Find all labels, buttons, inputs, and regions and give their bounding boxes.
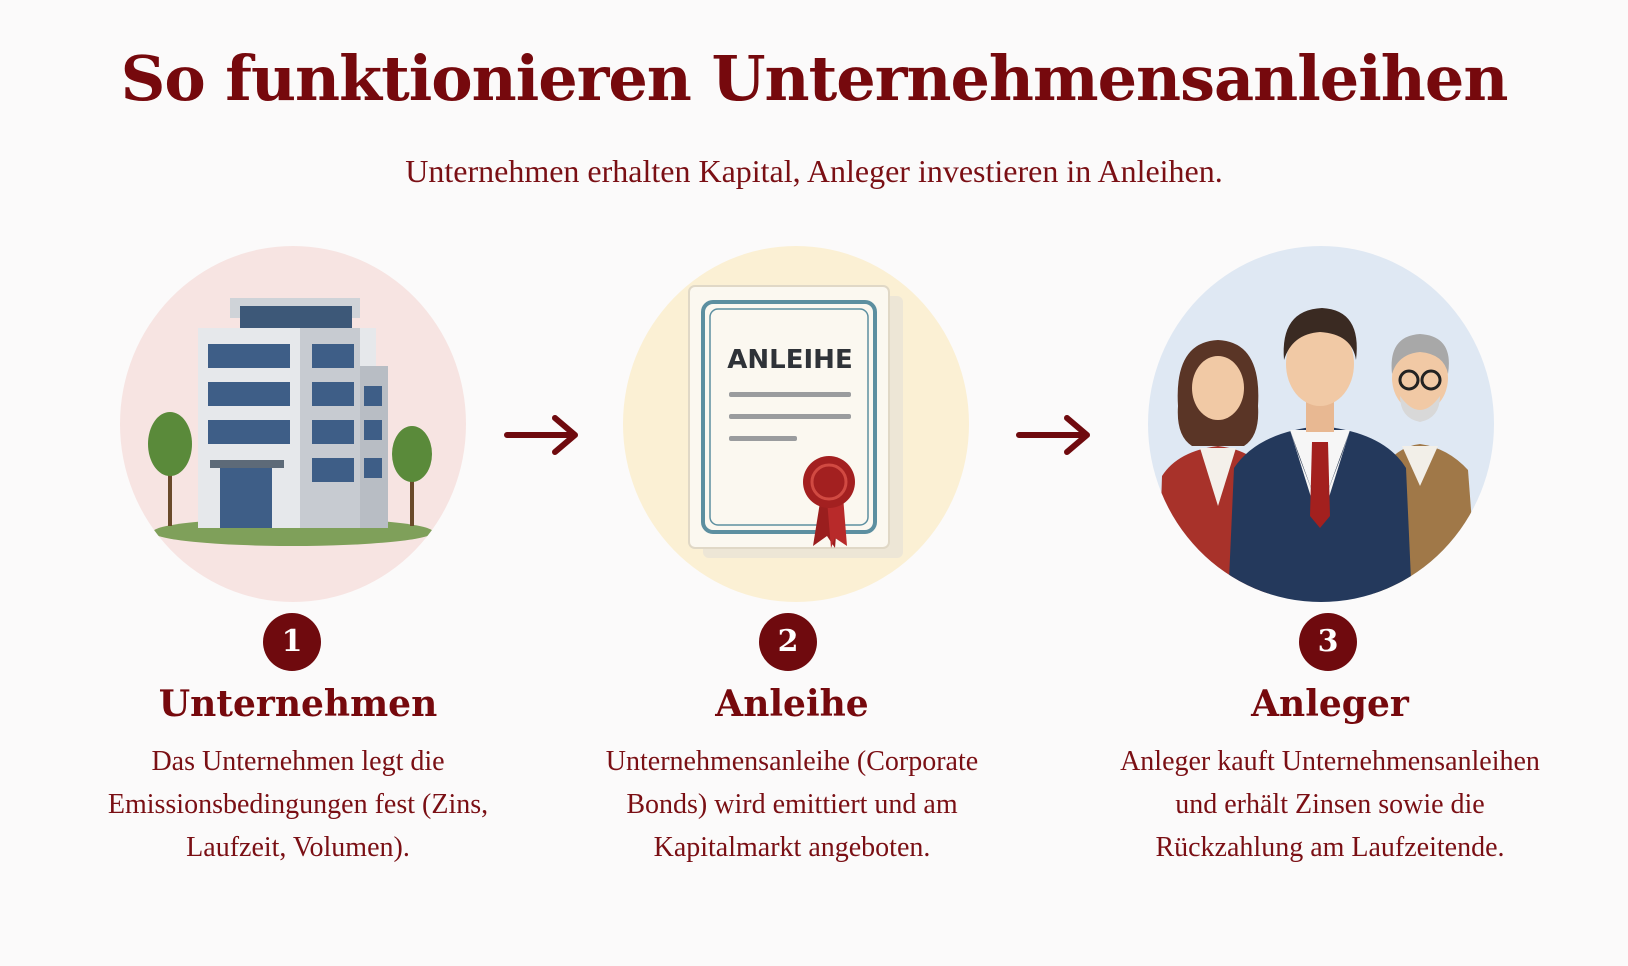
step-title: Anleihe	[715, 683, 869, 725]
step-number-badge: 3	[1299, 613, 1357, 671]
arrow-right-icon	[503, 410, 583, 460]
step-description: Anleger kauft Unternehmensanleihen und e…	[1120, 746, 1540, 863]
step-number-badge: 2	[759, 613, 817, 671]
bond-certificate-icon: ANLEIHE	[623, 246, 969, 602]
step-title: Anleger	[1251, 683, 1409, 725]
step-description: Unternehmensanleihe (Corporate Bonds) wi…	[605, 746, 979, 863]
step-number-badge: 1	[263, 613, 321, 671]
office-building-icon	[120, 246, 466, 602]
investors-group-icon	[1148, 246, 1494, 602]
step-title: Unternehmen	[158, 683, 438, 725]
page-subtitle: Unternehmen erhalten Kapital, Anleger in…	[405, 153, 1223, 189]
step-description: Das Unternehmen legt die Emissionsbeding…	[107, 746, 489, 863]
certificate-label: ANLEIHE	[727, 345, 852, 375]
page-title: So funktionieren Unternehmensanleihen	[120, 42, 1509, 115]
arrow-right-icon	[1015, 410, 1095, 460]
